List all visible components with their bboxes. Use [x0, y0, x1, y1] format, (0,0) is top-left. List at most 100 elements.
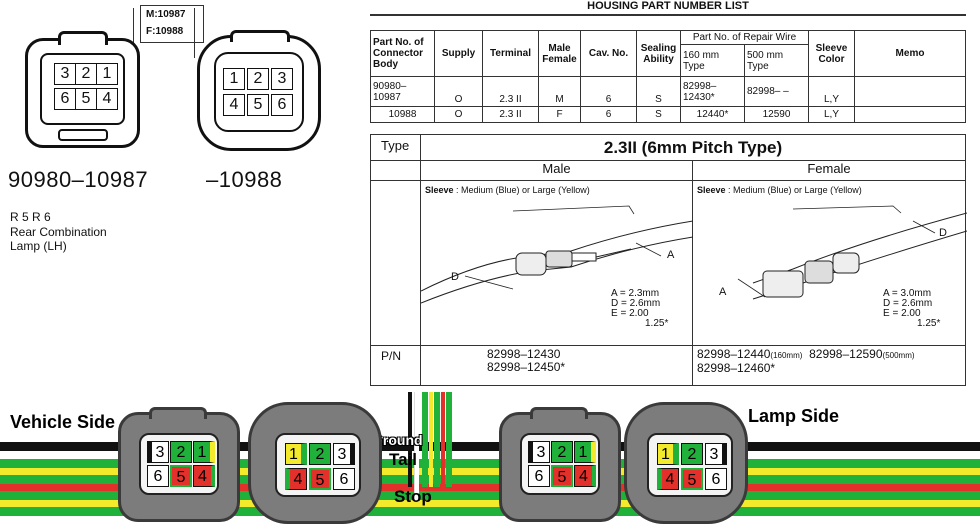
female-code: F:10988	[146, 26, 184, 37]
wire	[429, 392, 433, 487]
male-pn: 82998–12430 82998–12450*	[420, 345, 693, 386]
wiring-harness	[0, 430, 980, 530]
pin: 3	[528, 441, 550, 463]
th-male-female: Male Female	[538, 30, 581, 77]
female-terminal-cell: Sleeve : Medium (Blue) or Large (Yellow)…	[692, 180, 967, 346]
male-terminal-cell: Sleeve : Medium (Blue) or Large (Yellow)…	[420, 180, 693, 346]
pin: 6	[147, 465, 169, 487]
pin: 6	[528, 465, 550, 487]
pin: 2	[309, 443, 331, 465]
male-sleeve-note: Sleeve : Medium (Blue) or Large (Yellow)	[425, 185, 590, 195]
connector-10988: 1 2 3 4 5 6	[197, 30, 321, 151]
code-leader-line	[194, 8, 195, 58]
female-letter-a: A	[719, 286, 727, 298]
th-terminal: Terminal	[482, 30, 539, 77]
lamp-connector-female: 1 2 3 4 5 6	[624, 402, 748, 524]
wire	[434, 392, 440, 487]
female-dims: A = 3.0mm D = 2.6mm E = 2.00 1.25*	[883, 288, 941, 329]
stop-label: Stop	[394, 487, 432, 506]
pin-cell: 4	[223, 94, 245, 116]
terminal-type-table: Type 2.3II (6mm Pitch Type) Male Female …	[370, 134, 967, 386]
table-row: 10988 O 2.3 II F 6 S 12440* 12590 L,Y	[370, 106, 966, 123]
th-part: Part No. of Connector Body	[370, 30, 435, 77]
th-memo: Memo	[854, 30, 966, 77]
female-terminal-drawing	[737, 205, 967, 300]
ref-line-3: Lamp (LH)	[10, 239, 67, 253]
male-letter-a: A	[667, 249, 675, 261]
connector-left-label: 90980–10987	[8, 167, 149, 192]
pin-cell: 3	[271, 68, 293, 90]
ground-label: Ground	[372, 432, 423, 448]
pin: 1	[657, 443, 679, 465]
male-code: M:10987	[146, 9, 186, 20]
pin: 2	[551, 441, 573, 463]
pin: 5	[309, 468, 331, 490]
th-supply: Supply	[434, 30, 483, 77]
th-sealing: Sealing Ability	[636, 30, 681, 77]
housing-table: Part No. of Connector Body Supply Termin…	[370, 30, 966, 123]
tail-wire	[422, 392, 428, 487]
tail-label: Tail	[389, 450, 418, 469]
pin: 4	[285, 468, 307, 490]
vehicle-connector-female: 1 2 3 4 5 6	[248, 402, 382, 524]
wire	[414, 392, 419, 502]
ground-wire	[408, 392, 412, 487]
male-dims: A = 2.3mm D = 2.6mm E = 2.00 1.25*	[611, 288, 669, 329]
connector-right-label: –10988	[206, 167, 283, 192]
pin: 6	[705, 468, 727, 490]
type-value: 2.3II (6mm Pitch Type)	[420, 134, 966, 161]
female-sleeve-note: Sleeve : Medium (Blue) or Large (Yellow)	[697, 185, 862, 195]
pin-cell: 6	[271, 94, 293, 116]
connector-code-box: M:10987 F:10988	[140, 5, 204, 43]
pin: 4	[657, 468, 679, 490]
pin-cell: 2	[75, 63, 97, 85]
th-cav: Cav. No.	[580, 30, 637, 77]
vehicle-connector-male: 3 2 1 6 5 4	[118, 407, 240, 522]
male-header: Male	[420, 160, 693, 181]
pin: 3	[147, 441, 169, 463]
female-pn: 82998–12440(160mm) 82998–12590(500mm) 82…	[692, 345, 966, 386]
pin: 2	[170, 441, 192, 463]
pin: 5	[170, 465, 192, 487]
ref-codes: R 5 R 6	[10, 210, 51, 224]
code-leader-line	[133, 8, 134, 58]
th-repair: Part No. of Repair Wire	[680, 30, 809, 45]
pin: 5	[681, 468, 703, 490]
male-letter-d: D	[451, 271, 459, 283]
pin-cell: 1	[223, 68, 245, 90]
lamp-connector-male: 3 2 1 6 5 4	[499, 407, 621, 522]
pin: 5	[551, 465, 573, 487]
type-label: Type	[370, 134, 421, 161]
pin: 3	[705, 443, 727, 465]
ref-line-2: Rear Combination	[10, 225, 107, 239]
pin: 4	[193, 465, 215, 487]
pin-cell: 5	[75, 88, 97, 110]
wire	[446, 392, 452, 487]
lamp-side-label: Lamp Side	[748, 406, 840, 426]
pin: 4	[574, 465, 596, 487]
pin-cell: 6	[54, 88, 76, 110]
pn-label: P/N	[370, 345, 421, 386]
pin-cell: 5	[247, 94, 269, 116]
vehicle-side-label: Vehicle Side	[10, 412, 116, 432]
female-header: Female	[692, 160, 966, 181]
pin: 3	[333, 443, 355, 465]
th-500: 500 mm Type	[744, 44, 809, 77]
pin: 2	[681, 443, 703, 465]
pin-cell: 3	[54, 63, 76, 85]
stop-wire	[441, 392, 445, 487]
table-row: 90980–10987 O 2.3 II M 6 S 82998–12430* …	[370, 76, 966, 107]
pin-cell: 2	[247, 68, 269, 90]
female-letter-d: D	[939, 227, 947, 239]
connector-90980-10987: 3 2 1 6 5 4	[25, 31, 140, 148]
male-terminal-drawing	[421, 205, 693, 304]
pin: 1	[193, 441, 215, 463]
pin: 1	[574, 441, 596, 463]
pin-cell: 1	[96, 63, 118, 85]
th-sleeve: Sleeve Color	[808, 30, 855, 77]
pin: 1	[285, 443, 307, 465]
th-160: 160 mm Type	[680, 44, 745, 77]
pin: 6	[333, 468, 355, 490]
pin-cell: 4	[96, 88, 118, 110]
housing-title: HOUSING PART NUMBER LIST	[370, 0, 966, 16]
